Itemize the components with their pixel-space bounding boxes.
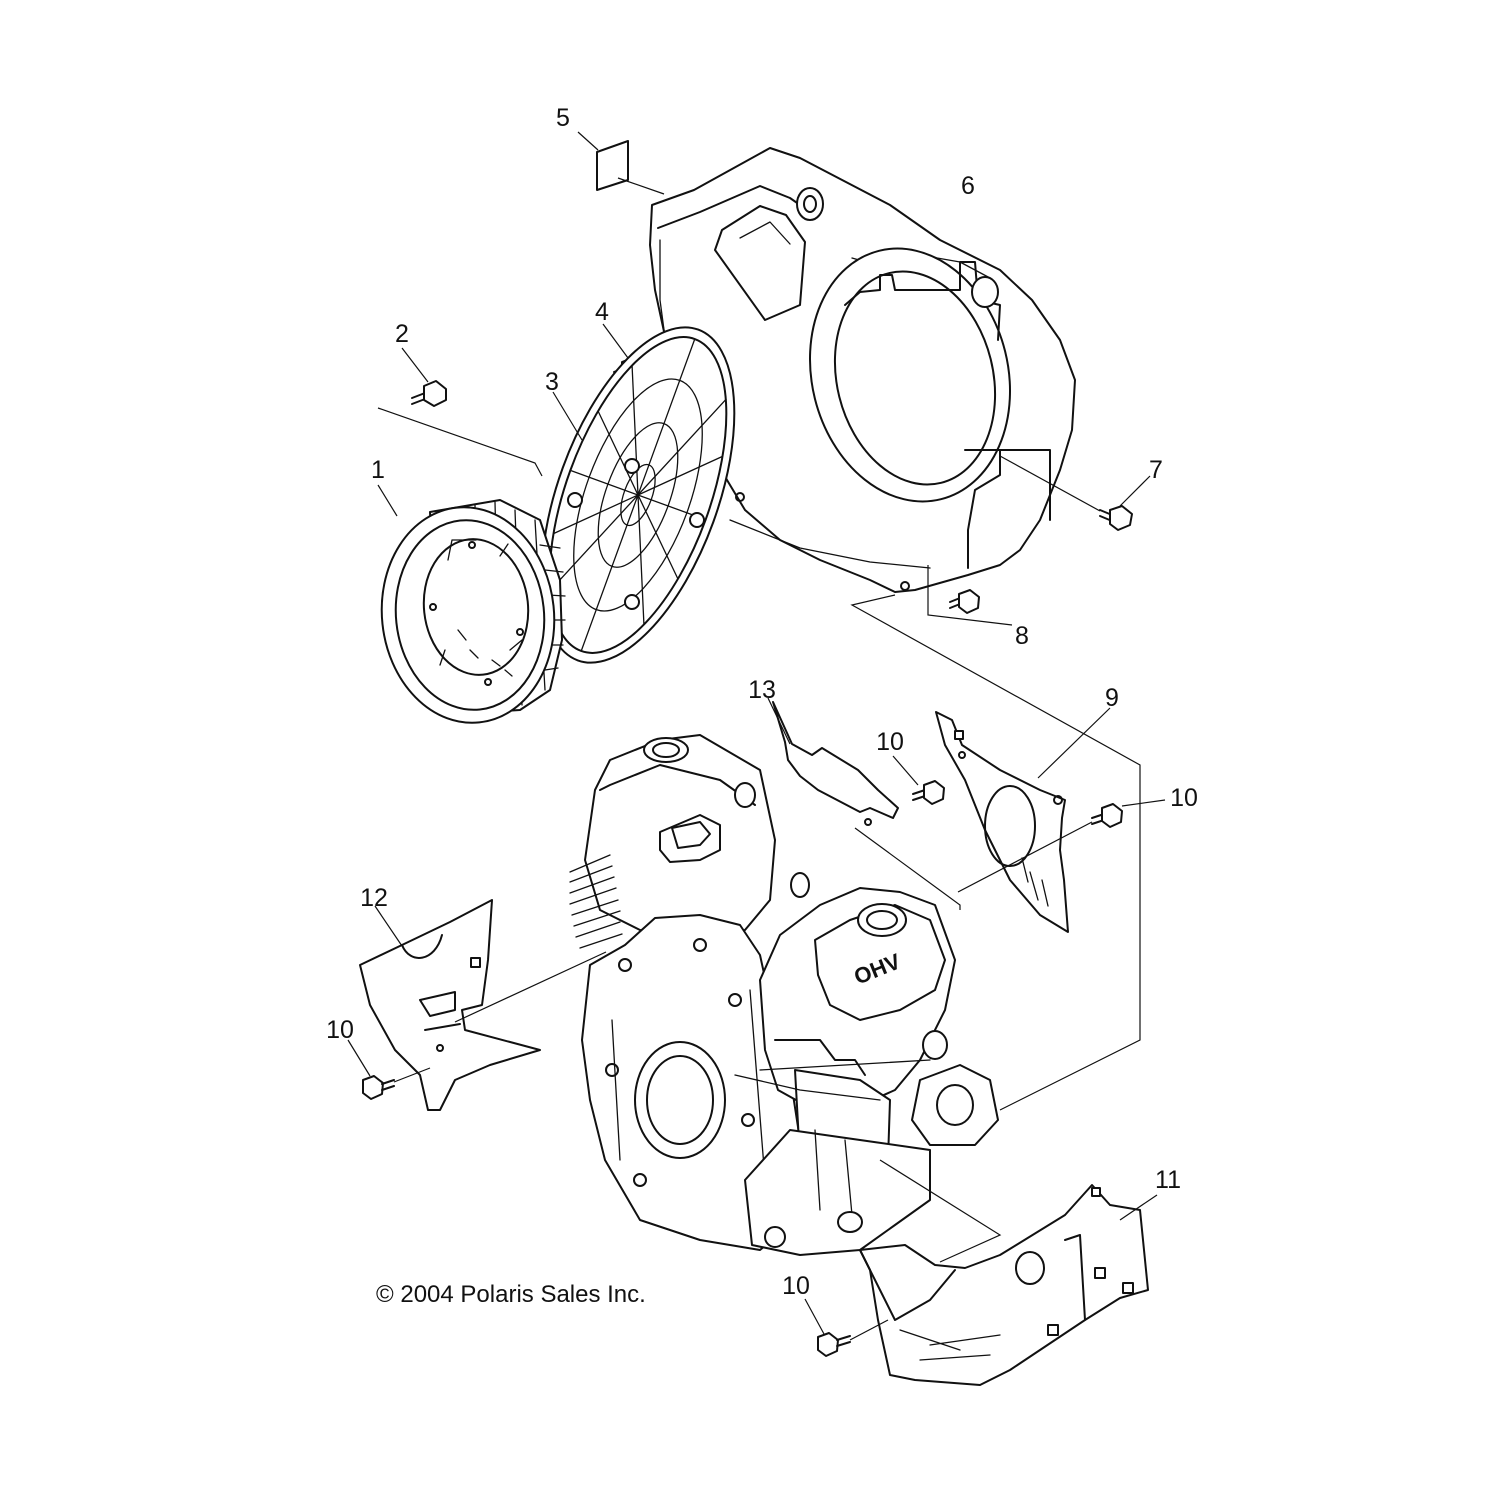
engine-block: OHV <box>569 734 999 1256</box>
part-8-screw <box>927 565 1013 626</box>
part-11-skid-plate <box>859 1159 1158 1386</box>
part-1-flywheel-fan <box>377 484 566 724</box>
part-12-shroud <box>359 899 607 1111</box>
part-9-shroud <box>935 707 1111 933</box>
callout-11: 11 <box>1155 1166 1181 1194</box>
callout-10-left: 10 <box>326 1016 354 1044</box>
part-10-screw-lower <box>804 1298 889 1357</box>
part-10-screw-upper <box>892 755 945 805</box>
callout-10-right: 10 <box>1170 784 1198 812</box>
part-3-screen <box>540 326 736 664</box>
callout-5: 5 <box>556 104 570 132</box>
callout-6: 6 <box>961 172 975 200</box>
part-7-screw <box>999 455 1151 531</box>
callout-1: 1 <box>371 456 385 484</box>
callout-labels: 1 2 3 4 5 6 7 8 9 10 10 10 10 11 12 13 <box>326 104 1198 1300</box>
callout-9: 9 <box>1105 684 1119 712</box>
copyright-notice: © 2004 Polaris Sales Inc. <box>376 1281 646 1308</box>
callout-4: 4 <box>595 298 609 326</box>
callout-12: 12 <box>360 884 388 912</box>
part-10-screw-left <box>347 1039 431 1100</box>
callout-10-upper: 10 <box>876 728 904 756</box>
callout-3: 3 <box>545 368 559 396</box>
part-10-screw-right <box>957 799 1166 893</box>
part-5-decal <box>577 131 665 195</box>
callout-2: 2 <box>395 320 409 348</box>
alignment-line-housing <box>850 594 1141 1111</box>
callout-13: 13 <box>748 676 776 704</box>
callout-10-lower: 10 <box>782 1272 810 1300</box>
callout-8: 8 <box>1015 622 1029 650</box>
part-13-shroud <box>767 697 961 910</box>
part-6-blower-housing <box>649 147 1076 593</box>
callout-7: 7 <box>1149 456 1163 484</box>
part-2-screw <box>377 347 543 477</box>
